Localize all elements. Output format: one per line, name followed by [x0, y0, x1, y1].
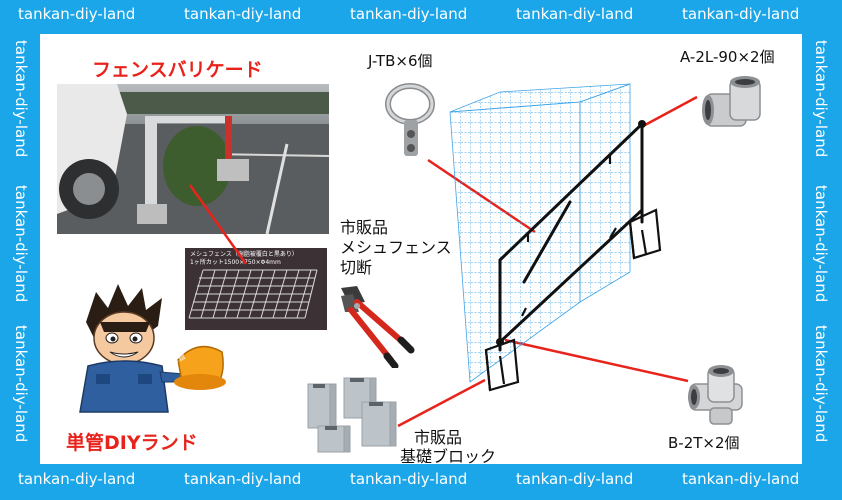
brand-title: 単管DIYランド: [66, 432, 198, 454]
watermark-top-3: tankan-diy-land: [350, 5, 468, 23]
label-mesh-line2: メシュフェンス: [340, 238, 452, 257]
callout-a2l: [644, 95, 698, 127]
label-block-line1: 市販品: [414, 428, 463, 447]
callout-photo-to-mesh: [188, 184, 248, 265]
label-mesh-line3: 切断: [340, 258, 373, 277]
fence-barricade-title: フェンスバリケード: [92, 59, 263, 81]
concrete-blocks-icon: [307, 377, 397, 453]
a2l-elbow-icon: [702, 76, 761, 127]
watermark-bottom-3: tankan-diy-land: [350, 470, 468, 488]
watermark-top-4: tankan-diy-land: [516, 5, 634, 23]
label-block-line2: 基礎ブロック: [400, 447, 497, 466]
mesh-caption-line2: 1ヶ所カット1500×750×Φ4mm: [190, 259, 281, 266]
bolt-cutter-icon: [341, 286, 415, 368]
label-jtb: J-TB×6個: [368, 52, 433, 70]
label-b2t: B-2T×2個: [668, 434, 740, 452]
barricade-photo: [57, 84, 329, 234]
mesh-caption-line1: メシュフェンス（樹脂被覆白と黒あり）: [190, 251, 298, 258]
watermark-bottom-1: tankan-diy-land: [18, 470, 136, 488]
watermark-bottom-5: tankan-diy-land: [682, 470, 800, 488]
label-mesh-line1: 市販品: [340, 218, 389, 237]
watermark-bottom-2: tankan-diy-land: [184, 470, 302, 488]
b2t-tee-icon: [688, 365, 743, 425]
fence-diagram: [449, 83, 662, 392]
callout-block: [397, 378, 486, 428]
mascot-character: [79, 284, 226, 413]
watermark-bottom-4: tankan-diy-land: [516, 470, 634, 488]
watermark-top-2: tankan-diy-land: [184, 5, 302, 23]
jtb-clamp-icon: [385, 83, 435, 156]
watermark-top-5: tankan-diy-land: [682, 5, 800, 23]
label-a2l: A-2L-90×2個: [680, 48, 775, 66]
callout-b2t: [504, 338, 689, 383]
watermark-top-1: tankan-diy-land: [18, 5, 136, 23]
mesh-fence-photo: [185, 248, 327, 330]
